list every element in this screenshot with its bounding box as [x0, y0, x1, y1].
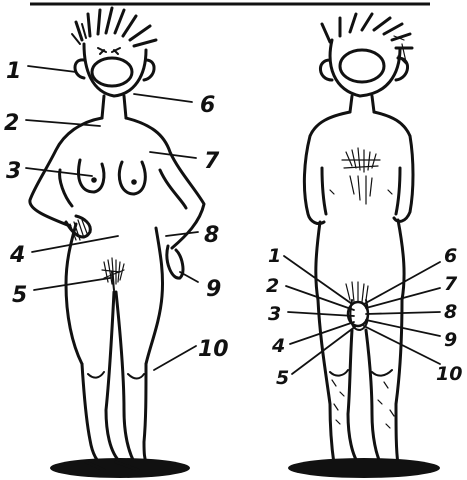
back-figure-left-arm [304, 112, 350, 224]
back-figure-right-leg-outer [396, 300, 402, 464]
front-label-6: 6 [200, 93, 215, 118]
back-figure-left-leg-inner [348, 330, 360, 466]
back-figure-ground-shadow [288, 458, 440, 478]
back-label-4: 4 [271, 335, 285, 357]
back-label-10: 10 [436, 363, 462, 385]
back-label-7: 7 [444, 273, 458, 295]
front-label-10: 10 [198, 337, 229, 362]
back-figure-left-leg-outer [318, 300, 334, 464]
front-figure-breast-right [119, 162, 145, 194]
front-figure-right-arm [126, 118, 204, 248]
back-figure [288, 14, 440, 478]
back-label-2: 2 [266, 275, 279, 297]
back-figure-left-inner-arm [322, 168, 326, 214]
front-figure-hair [72, 8, 156, 46]
front-label-3: 3 [6, 159, 21, 184]
front-figure-right-leg-outer [144, 364, 148, 466]
front-figure-left-leg-outer [82, 364, 104, 466]
front-label-2: 2 [4, 111, 19, 136]
back-figure-left-hip [316, 222, 320, 300]
front-label-1: 1 [6, 59, 21, 84]
back-figure-neck [350, 96, 374, 112]
back-figure-right-leg-inner [366, 330, 382, 466]
back-label-8: 8 [444, 301, 457, 323]
back-figure-right-arm [374, 112, 413, 221]
back-label-5: 5 [276, 367, 289, 389]
front-label-8: 8 [204, 223, 219, 248]
front-figure-pubic-area [102, 258, 124, 290]
front-label-5: 5 [12, 283, 27, 308]
front-label-7: 7 [204, 149, 220, 174]
back-figure-knees [330, 370, 392, 376]
front-figure-left-inner-arm [60, 170, 72, 206]
front-figure-ground-shadow [50, 458, 190, 478]
front-figure [30, 8, 204, 478]
front-figure-knees [88, 372, 144, 379]
front-figure-right-side [146, 228, 163, 364]
front-figure-ear-left [75, 60, 84, 78]
back-label-1: 1 [268, 245, 281, 267]
back-label-6: 6 [444, 245, 457, 267]
front-label-9: 9 [206, 277, 221, 302]
back-label-3: 3 [268, 303, 281, 325]
front-figure-neck [102, 96, 126, 118]
back-label-9: 9 [444, 329, 457, 351]
back-figure-right-hip [398, 220, 404, 300]
back-figure-nose [340, 50, 384, 82]
back-figure-chest-hair [330, 148, 392, 204]
back-figure-right-inner-arm [396, 168, 400, 214]
front-figure-nose [92, 58, 132, 86]
front-figure-eyes [98, 48, 120, 54]
front-label-4: 4 [9, 243, 25, 268]
front-figure-right-inner-arm [160, 170, 186, 208]
